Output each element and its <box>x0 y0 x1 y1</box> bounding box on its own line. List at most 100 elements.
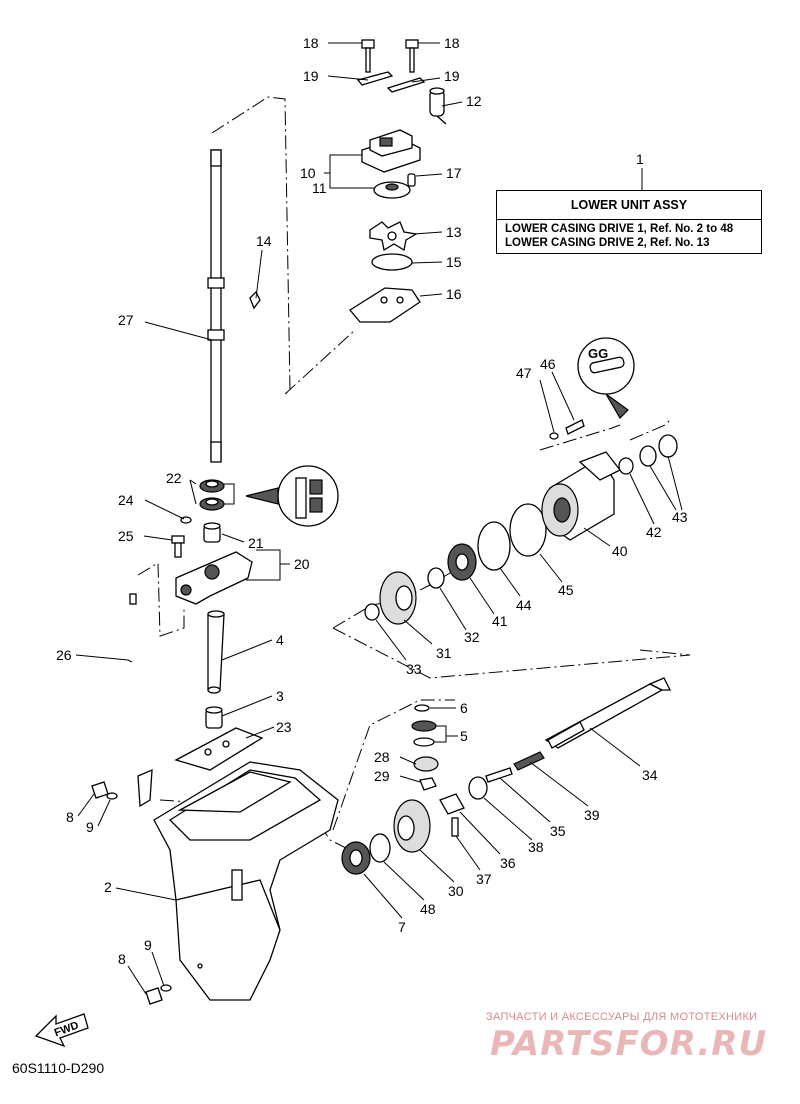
watermark-logo: PARTSFOR.RU <box>490 1024 768 1064</box>
grease-detail-inset: GG <box>577 337 635 419</box>
callout-numbers: 18 18 19 19 12 10 11 17 13 15 16 14 27 2… <box>56 35 688 967</box>
callout-19-left: 19 <box>303 68 319 84</box>
leader-lines <box>75 42 683 995</box>
nut-29 <box>419 777 437 791</box>
gasket-23 <box>174 727 264 771</box>
assembly-row: LOWER CASING DRIVE 2, Ref. No. 13 <box>505 237 710 249</box>
callout-26: 26 <box>56 647 72 663</box>
callout-48: 48 <box>420 901 436 917</box>
drive-shaft-27 <box>207 149 225 463</box>
insert-cartridge-11 <box>373 181 411 199</box>
callout-44: 44 <box>516 597 532 613</box>
water-pipe-4 <box>207 610 225 694</box>
bolt-25 <box>171 535 185 558</box>
callout-45: 45 <box>558 582 574 598</box>
water-pump-group-outline <box>211 96 356 396</box>
water-tube-12 <box>429 87 447 125</box>
svg-text:FWD: FWD <box>53 1019 81 1039</box>
impeller-13 <box>369 221 418 252</box>
plate-19-left <box>356 71 394 86</box>
forward-gear-31 <box>379 571 417 625</box>
grommet-3 <box>205 706 223 729</box>
cross-pin-35 <box>485 767 513 783</box>
callout-13: 13 <box>446 224 462 240</box>
bearing-housing-outline <box>539 424 621 451</box>
callout-46: 46 <box>540 356 556 372</box>
callout-15: 15 <box>446 254 462 270</box>
callout-42: 42 <box>646 524 662 540</box>
fwd-arrow-icon: FWD <box>34 1013 89 1048</box>
assembly-row: LOWER CASING DRIVE 1, Ref. No. 2 to 48 <box>505 223 734 235</box>
callout-35: 35 <box>550 823 566 839</box>
callout-4: 4 <box>276 632 284 648</box>
callout-11: 11 <box>312 180 327 196</box>
key-14 <box>249 290 261 310</box>
pinion-28 <box>413 756 439 772</box>
shift-rod-26 <box>129 593 153 808</box>
callout-9-bottom: 9 <box>144 937 152 953</box>
bolt-18-right <box>405 39 419 73</box>
spring-39 <box>513 751 545 771</box>
callout-27: 27 <box>118 312 134 328</box>
callout-20: 20 <box>294 556 310 572</box>
callout-18-left: 18 <box>303 35 319 51</box>
callout-9-top: 9 <box>86 819 94 835</box>
callout-47: 47 <box>516 365 532 381</box>
lower-casing-2 <box>153 761 339 1001</box>
svg-text:GG: GG <box>588 346 608 361</box>
bolt-18-left <box>361 39 375 73</box>
washer-9-top <box>106 792 118 800</box>
callout-32: 32 <box>464 629 480 645</box>
bearing-detail-inset <box>245 465 339 527</box>
pin-37 <box>451 817 459 837</box>
bearing-housing-40 <box>541 451 621 541</box>
callout-22: 22 <box>166 470 182 486</box>
diagram-code: 60S1110-D290 <box>12 1060 105 1076</box>
o-ring-15 <box>371 253 413 271</box>
callout-28: 28 <box>374 749 390 765</box>
callout-38: 38 <box>528 839 544 855</box>
forward-gear-group-bottom <box>332 627 691 679</box>
callout-17: 17 <box>446 165 462 181</box>
callout-12: 12 <box>466 93 482 109</box>
bolt-8-bottom <box>145 987 163 1005</box>
washer-47 <box>549 432 559 440</box>
callout-41: 41 <box>492 613 508 629</box>
callout-43: 43 <box>672 509 688 525</box>
callout-7: 7 <box>398 919 406 935</box>
callout-10: 10 <box>300 165 316 181</box>
callout-8-bottom: 8 <box>118 951 126 967</box>
shim-6 <box>414 704 430 712</box>
callout-30: 30 <box>448 883 464 899</box>
washer-9-bottom <box>160 984 172 992</box>
bolt-46 <box>565 419 585 435</box>
callout-23: 23 <box>276 719 292 735</box>
bearing-41 <box>447 543 477 581</box>
pump-housing-10 <box>361 129 421 173</box>
callout-8-top: 8 <box>66 809 74 825</box>
o-ring-44 <box>477 521 511 571</box>
callout-39: 39 <box>584 807 600 823</box>
reverse-gear-30 <box>393 799 431 853</box>
clutch-36 <box>439 793 465 815</box>
callout-31: 31 <box>436 645 452 661</box>
housing-bracket-outline <box>629 419 671 441</box>
shim-33 <box>364 603 380 621</box>
sleeve-21 <box>203 522 221 543</box>
assembly-legend-box: LOWER UNIT ASSY LOWER CASING DRIVE 1, Re… <box>496 190 762 254</box>
shim-32 <box>427 567 445 589</box>
watermark-caption: ЗАПЧАСТИ И АКСЕССУАРЫ ДЛЯ МОТОТЕХНИКИ <box>486 1011 758 1023</box>
callout-33: 33 <box>406 661 422 677</box>
shift-slider-38 <box>468 776 488 800</box>
callout-25: 25 <box>118 528 134 544</box>
bolt-8-top <box>91 781 109 799</box>
oil-seals-43 <box>639 434 678 467</box>
propeller-shaft-34 <box>544 677 672 749</box>
pin-17 <box>407 173 416 187</box>
assembly-title: LOWER UNIT ASSY <box>570 198 688 212</box>
bushing-42 <box>618 457 634 475</box>
callout-6: 6 <box>460 700 468 716</box>
callout-37: 37 <box>476 871 492 887</box>
callout-14: 14 <box>256 233 272 249</box>
